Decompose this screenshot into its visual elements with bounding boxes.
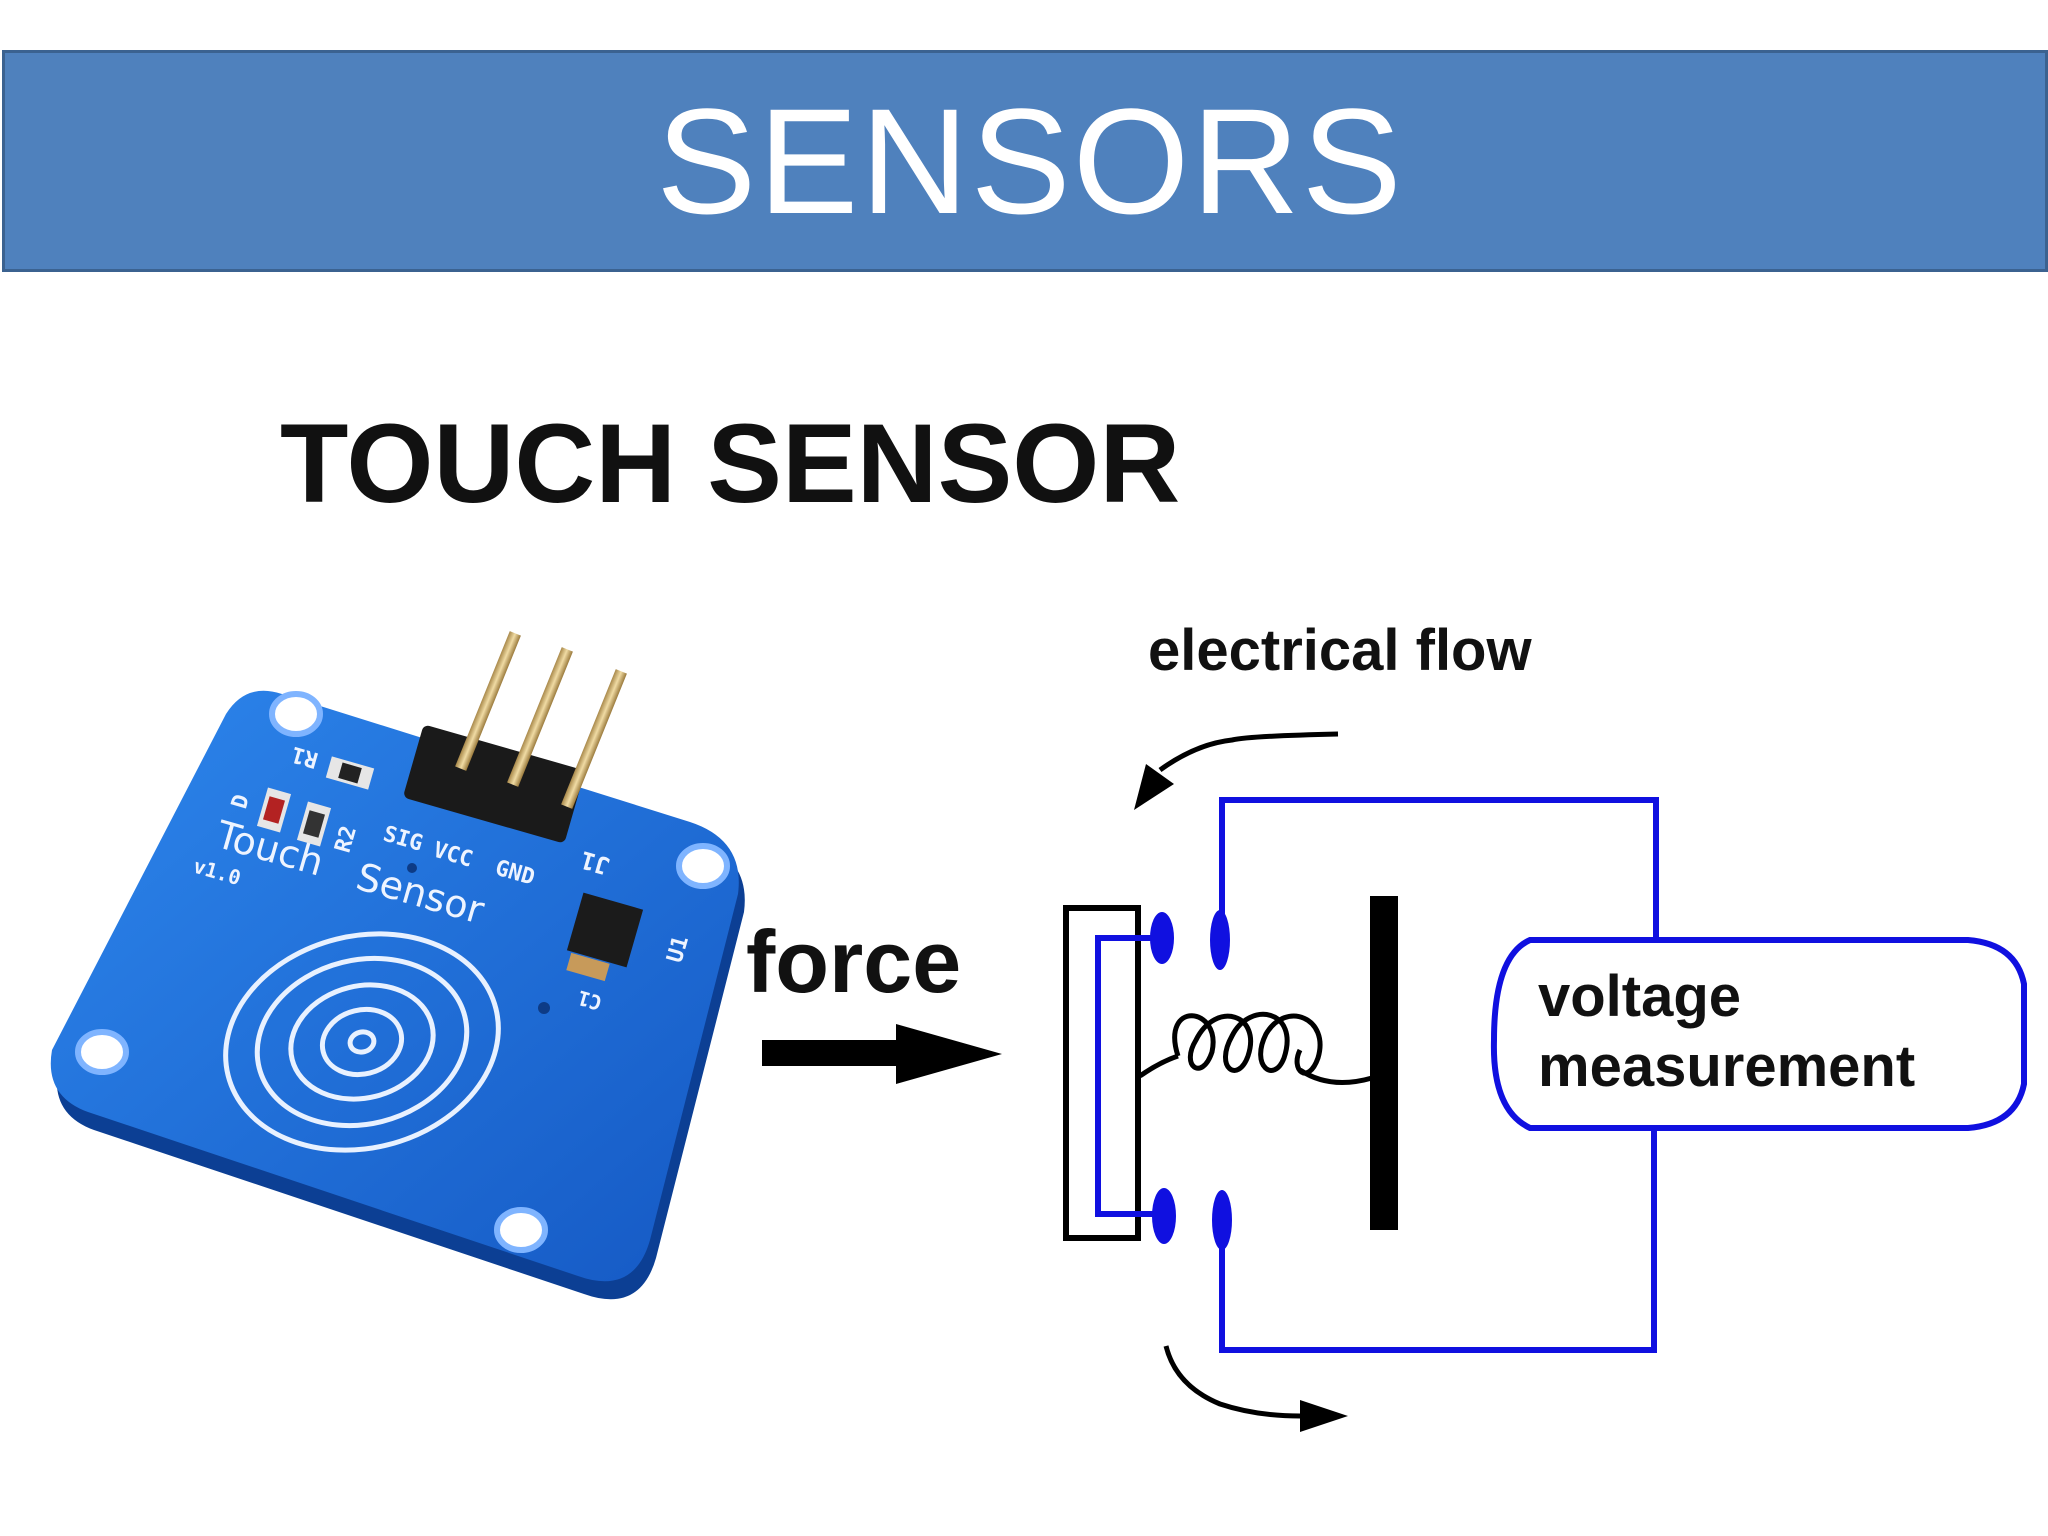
flow-arrow-top [1134, 731, 1339, 810]
electrical-flow-label: electrical flow [1148, 618, 1532, 683]
pin-header [404, 631, 627, 843]
force-label: force [746, 912, 962, 1011]
touch-pad [223, 931, 501, 1153]
force-arrow [762, 1024, 1002, 1084]
flow-arrow-bottom [1163, 1345, 1348, 1432]
smd-components [256, 756, 644, 982]
voltage-measurement-label: voltage measurement [1538, 962, 1915, 1102]
header-pin [561, 669, 627, 809]
circuit-wires [1219, 797, 1659, 1353]
mounting-hole [269, 691, 323, 737]
slide-title: SENSORS [656, 77, 1404, 245]
slide-subtitle: TOUCH SENSOR [280, 401, 1181, 526]
spring [1138, 1011, 1373, 1085]
contact-points [1150, 910, 1232, 1250]
voltage-label-line1: voltage [1538, 964, 1742, 1029]
mounting-hole [75, 1029, 129, 1075]
contact-wire [1095, 935, 1160, 1217]
sensor-plate [1063, 905, 1141, 1241]
pcb-label-d: D [227, 792, 255, 812]
vertical-bar [1370, 896, 1398, 1230]
voltage-label-line2: measurement [1538, 1034, 1916, 1099]
header-pin [455, 631, 521, 771]
title-banner: SENSORS [2, 50, 2048, 272]
mounting-holes [75, 691, 730, 1253]
mounting-hole [676, 843, 730, 889]
voltage-box [1490, 937, 2027, 1131]
touch-sensor-board: R1 D R2 Touch Sensor v1.0 SIG VCC GND J1… [50, 631, 745, 1300]
mounting-hole [494, 1207, 548, 1253]
header-pin [507, 647, 573, 787]
